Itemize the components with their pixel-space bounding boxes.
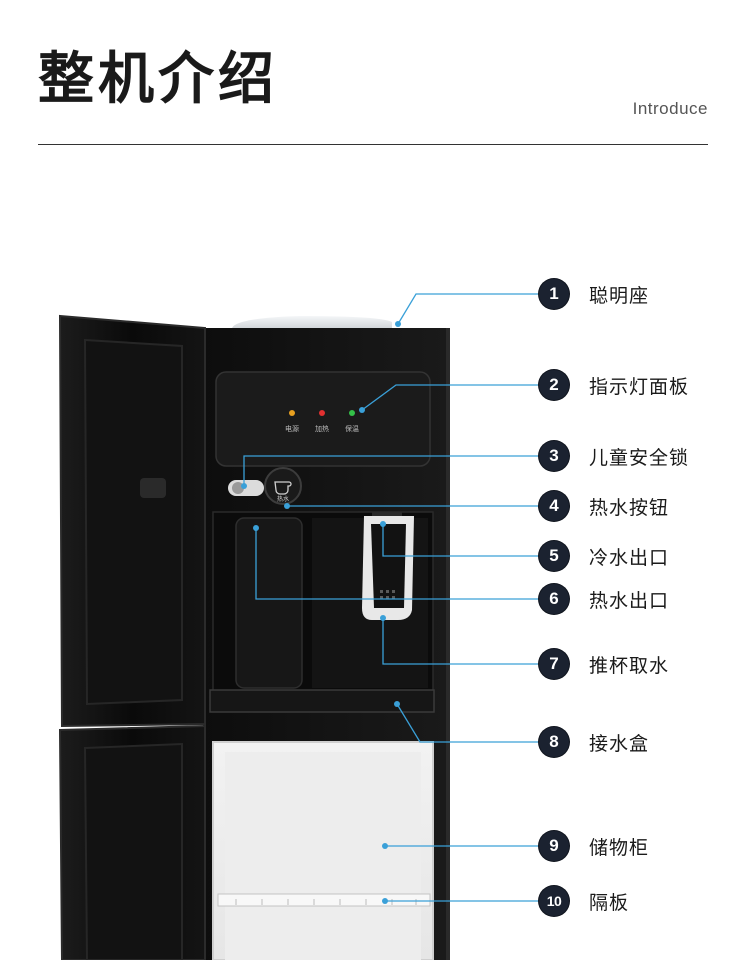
indicator-light [349,410,355,416]
callout-number-badge: 1 [539,279,569,309]
callout-4: 4 热水按钮 [539,489,669,523]
callout-3: 3 儿童安全锁 [539,439,689,473]
callout-1: 1 聪明座 [539,277,649,311]
callout-2: 2 指示灯面板 [539,368,689,402]
callout-8: 8 接水盒 [539,725,649,759]
callout-number-badge: 8 [539,727,569,757]
callout-label-smart-seat: 聪明座 [589,284,650,307]
callout-10: 10 隔板 [539,884,629,918]
callout-7: 7 推杯取水 [539,647,669,681]
indicator-light [289,410,295,416]
callout-label-hot-button: 热水按钮 [589,496,670,519]
callout-label-shelf: 隔板 [589,891,630,914]
page-title: 整机介绍 [38,47,278,112]
callout-number-badge: 9 [539,831,569,861]
indicator-label: 加热 [315,424,329,433]
page-subtitle: Introduce [632,99,708,118]
leader-lines [243,293,540,902]
callout-6: 6 热水出口 [539,582,669,616]
callout-number-badge: 2 [539,370,569,400]
callout-5: 5 冷水出口 [539,539,669,573]
leader-dots [241,321,401,904]
callout-number-badge: 4 [539,491,569,521]
hot-water-outlet [235,517,303,689]
hot-button-label: 热水 [277,495,289,503]
callout-label-cold-outlet: 冷水出口 [589,546,670,569]
callout-number-badge: 6 [539,584,569,614]
callout-number-badge: 7 [539,649,569,679]
callout-number-badge: 3 [539,441,569,471]
callout-label-storage-cabinet: 储物柜 [589,836,650,859]
callout-label-hot-outlet: 热水出口 [589,589,670,612]
cup-icon [274,481,292,495]
drip-tray [209,689,435,713]
indicator-light [319,410,325,416]
callout-9: 9 储物柜 [539,829,649,863]
indicator-label: 保温 [345,424,359,433]
header-divider [38,144,708,145]
callout-number-badge: 5 [539,541,569,571]
callout-label-push-cup: 推杯取水 [589,654,670,677]
hot-water-button [264,467,302,505]
callout-label-child-lock: 儿童安全锁 [589,446,690,469]
callout-label-indicator-panel: 指示灯面板 [589,375,690,398]
indicator-lights: 电源 加热 保温 [285,410,359,433]
indicator-label: 电源 [285,424,299,433]
shelf [217,893,431,907]
callout-number-badge: 10 [539,886,569,916]
indicator-panel [215,371,431,467]
callout-label-drip-tray: 接水盒 [589,732,650,755]
